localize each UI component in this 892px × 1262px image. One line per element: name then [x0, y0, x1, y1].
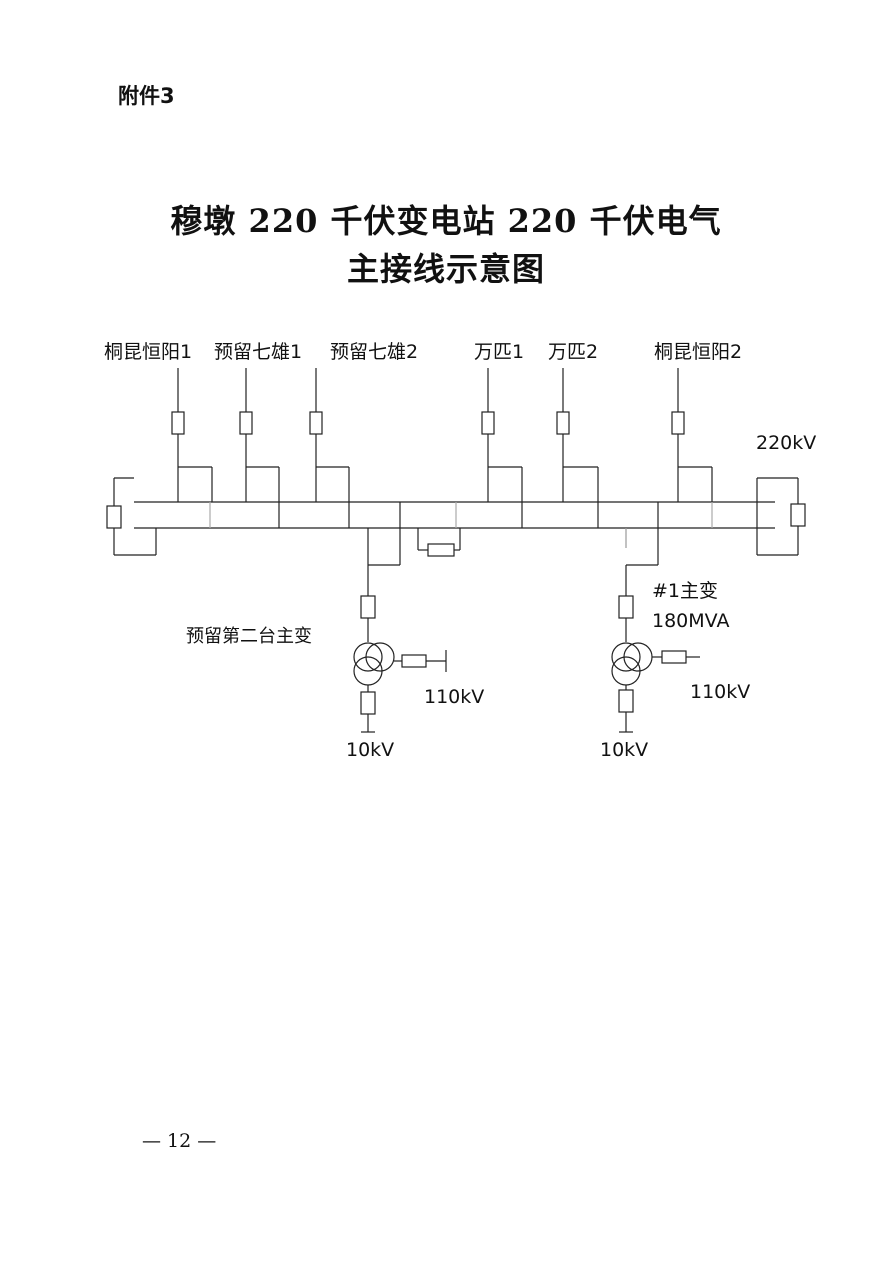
left-end-breaker: [106, 505, 122, 529]
main-transformer-lv-voltage: 10kV: [600, 739, 648, 761]
feeder-4-breaker: [481, 411, 495, 435]
feeder-3-breaker: [309, 411, 323, 435]
reserved-transformer-lv-breaker: [360, 691, 376, 715]
main-transformer-rating: 180MVA: [652, 610, 729, 632]
feeder-6-label: 桐昆恒阳2: [654, 341, 742, 363]
reserved-transformer-hv-breaker: [360, 595, 376, 619]
right-end-breaker: [790, 503, 806, 527]
main-transformer-mv-voltage: 110kV: [690, 681, 750, 703]
diagram-title-line2: 主接线示意图: [346, 250, 545, 288]
diagram-title-line1: 穆墩 220 千伏变电站 220 千伏电气: [170, 202, 722, 240]
feeder-5-label: 万匹2: [548, 341, 598, 363]
attachment-label: 附件3: [118, 84, 175, 108]
main-transformer-label: #1主变: [652, 580, 718, 602]
feeder-2-breaker: [239, 411, 253, 435]
bus-voltage-label: 220kV: [756, 432, 816, 454]
reserved-transformer-label: 预留第二台主变: [186, 626, 312, 647]
reserved-transformer-winding-hv: [353, 642, 383, 672]
main-transformer-mv-breaker: [661, 650, 687, 664]
main-transformer-winding-hv: [611, 642, 641, 672]
reserved-transformer-lv-voltage: 10kV: [346, 739, 394, 761]
feeder-3-label: 预留七雄2: [330, 341, 418, 363]
reserved-transformer-mv-voltage: 110kV: [424, 686, 484, 708]
feeder-1-breaker: [171, 411, 185, 435]
reserved-transformer-mv-breaker: [401, 654, 427, 668]
feeder-6-breaker: [671, 411, 685, 435]
main-transformer-hv-breaker: [618, 595, 634, 619]
bus-coupler-breaker: [427, 543, 455, 557]
feeder-2-label: 预留七雄1: [214, 341, 302, 363]
feeder-5-breaker: [556, 411, 570, 435]
feeder-1-label: 桐昆恒阳1: [104, 341, 192, 363]
page-number: — 12 —: [142, 1130, 217, 1152]
main-transformer-lv-breaker: [618, 689, 634, 713]
feeder-4-label: 万匹1: [474, 341, 524, 363]
